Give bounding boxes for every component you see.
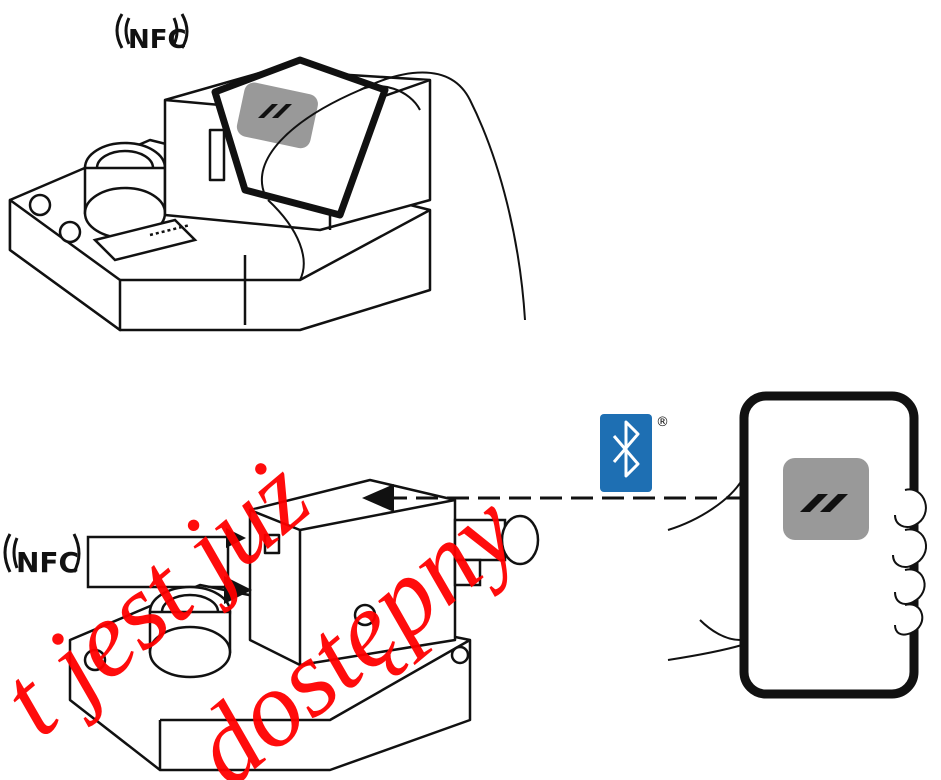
phone-in-hand	[668, 396, 926, 694]
top-nfc-icon: NFC	[117, 14, 187, 55]
registered-mark: ®	[656, 415, 669, 430]
bottom-nfc-icon: NFC	[5, 534, 79, 579]
bluetooth-icon: ®	[600, 414, 669, 492]
nfc-label: NFC	[16, 546, 79, 579]
